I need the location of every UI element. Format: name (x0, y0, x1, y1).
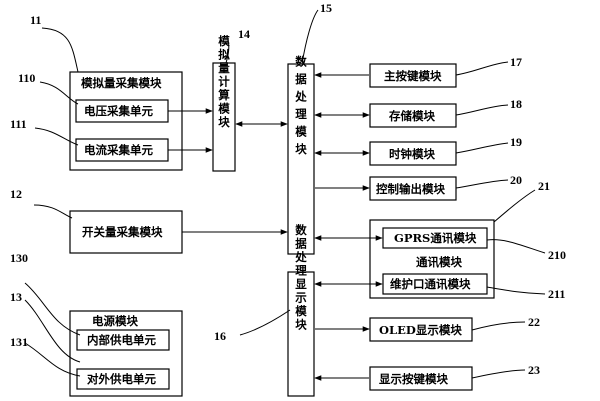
oled-label: OLED显示模块 (379, 323, 462, 337)
switch-acquisition-label: 开关量采集模块 (82, 225, 163, 239)
ref-19: 19 (510, 135, 522, 149)
connectors (168, 72, 383, 381)
ref-111: 111 (10, 117, 27, 131)
clock-module: 时钟模块 (369, 141, 457, 166)
ref-22: 22 (528, 315, 540, 329)
control-output-label: 控制输出模块 (376, 182, 445, 196)
data-display-label: 数据处理显示模块 (294, 223, 308, 332)
internal-supply-box: 内部供电单元 (76, 329, 170, 351)
external-supply-box: 对外供电单元 (76, 368, 170, 390)
ref-14: 14 (238, 27, 250, 41)
internal-supply-label: 内部供电单元 (87, 333, 156, 347)
storage-label: 存储模块 (389, 109, 435, 123)
ref-13: 13 (10, 290, 22, 304)
oled-module: OLED显示模块 (369, 317, 473, 342)
ref-18: 18 (510, 97, 522, 111)
clock-label: 时钟模块 (389, 147, 435, 161)
storage-module: 存储模块 (369, 103, 457, 128)
analog-calc-module: 模拟量计算模块 (212, 34, 236, 172)
data-processing-label: 数据处理模块 (294, 55, 308, 161)
maintenance-port-label: 维护口通讯模块 (390, 277, 471, 291)
control-output-module: 控制输出模块 (369, 176, 457, 201)
reference-numerals: 11 110 111 12 130 13 131 14 15 16 17 18 … (10, 1, 566, 377)
current-unit-label: 电流采集单元 (84, 143, 153, 157)
communication-label: 通讯模块 (416, 255, 462, 269)
external-supply-label: 对外供电单元 (87, 372, 156, 386)
current-unit-box: 电流采集单元 (75, 138, 169, 162)
ref-211: 211 (548, 287, 565, 301)
ref-23: 23 (528, 363, 540, 377)
ref-16: 16 (214, 329, 226, 343)
switch-acquisition-module: 开关量采集模块 (69, 210, 183, 254)
power-label: 电源模块 (92, 314, 138, 328)
ref-20: 20 (510, 173, 522, 187)
main-key-label: 主按键模块 (384, 69, 442, 83)
ref-21: 21 (538, 179, 550, 193)
leader-lines (24, 9, 546, 379)
main-key-module: 主按键模块 (369, 63, 457, 88)
ref-131: 131 (10, 335, 28, 349)
display-key-module: 显示按键模块 (369, 366, 473, 391)
gprs-label: GPRS通讯模块 (394, 231, 477, 245)
ref-210: 210 (548, 248, 566, 262)
data-processing-module: 数据处理模块 (287, 55, 315, 255)
voltage-unit-box: 电压采集单元 (75, 99, 169, 123)
gprs-module: GPRS通讯模块 (382, 227, 488, 249)
ref-12: 12 (10, 187, 22, 201)
voltage-unit-label: 电压采集单元 (84, 104, 153, 118)
ref-17: 17 (510, 55, 522, 69)
data-display-module: 数据处理显示模块 (287, 223, 315, 397)
maintenance-port-module: 维护口通讯模块 (382, 273, 488, 295)
ref-11: 11 (30, 13, 41, 27)
ref-15: 15 (320, 1, 332, 15)
ref-110: 110 (18, 71, 35, 85)
display-key-label: 显示按键模块 (379, 372, 448, 386)
analog-acquisition-label: 模拟量采集模块 (81, 76, 162, 90)
ref-130: 130 (10, 251, 28, 265)
